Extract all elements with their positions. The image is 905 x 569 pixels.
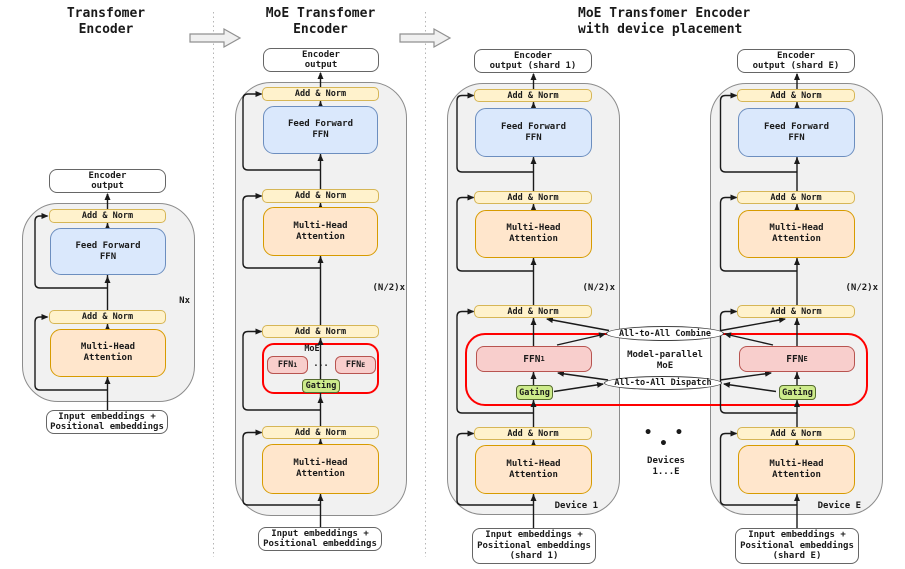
repeat-nx-label: Nx bbox=[179, 296, 190, 306]
multi-head-attention-box: Multi-Head Attention bbox=[475, 210, 592, 258]
ffn-label: FFN bbox=[786, 353, 804, 365]
gating-box: Gating bbox=[302, 379, 340, 393]
add-norm-box: Add & Norm bbox=[262, 325, 379, 338]
encoder-output-box: Encoder output bbox=[263, 48, 379, 72]
add-norm-box: Add & Norm bbox=[474, 89, 592, 102]
ffn-label: FFN bbox=[523, 353, 541, 365]
moe-label: MoE bbox=[304, 344, 320, 354]
feed-forward-ffn-box: Feed Forward FFN bbox=[50, 228, 166, 275]
encoder-output-shardE-box: Encoder output (shard E) bbox=[737, 49, 855, 73]
add-norm-box: Add & Norm bbox=[262, 189, 379, 203]
add-norm-box: Add & Norm bbox=[474, 305, 592, 318]
add-norm-box: Add & Norm bbox=[262, 87, 379, 101]
feed-forward-ffn-box: Feed Forward FFN bbox=[263, 106, 378, 154]
moe-transformer-encoder-title: MoE Transfomer Encoder bbox=[265, 6, 376, 37]
ffn-label: FFN bbox=[277, 360, 294, 370]
multi-head-attention-box: Multi-Head Attention bbox=[262, 444, 379, 494]
feed-forward-ffn-box: Feed Forward FFN bbox=[475, 108, 592, 157]
gating-box: Gating bbox=[779, 385, 816, 400]
device-placement-title: MoE Transfomer Encoder with device place… bbox=[578, 6, 751, 37]
input-embeddings-shard1-box: Input embeddings + Positional embeddings… bbox=[472, 528, 596, 564]
repeat-n2x-label: (N/2)x bbox=[582, 283, 615, 293]
devices-range-label: Devices 1...E bbox=[647, 456, 685, 477]
add-norm-box: Add & Norm bbox=[49, 209, 166, 223]
add-norm-box: Add & Norm bbox=[262, 426, 379, 439]
multi-head-attention-box: Multi-Head Attention bbox=[475, 445, 592, 494]
right-block-arrow-icon bbox=[399, 27, 452, 49]
repeat-n2x-label: (N/2)x bbox=[372, 283, 405, 293]
input-embeddings-box: Input embeddings + Positional embeddings bbox=[258, 527, 382, 551]
experts-ellipsis: ... bbox=[313, 359, 329, 369]
multi-head-attention-box: Multi-Head Attention bbox=[738, 210, 855, 258]
add-norm-box: Add & Norm bbox=[737, 427, 855, 440]
right-block-arrow-icon bbox=[189, 27, 242, 49]
add-norm-box: Add & Norm bbox=[474, 427, 592, 440]
input-embeddings-box: Input embeddings + Positional embeddings bbox=[46, 410, 168, 434]
multi-head-attention-box: Multi-Head Attention bbox=[263, 207, 378, 256]
add-norm-box: Add & Norm bbox=[737, 191, 855, 204]
encoder-output-shard1-box: Encoder output (shard 1) bbox=[474, 49, 592, 73]
transformer-encoder-title: Transfomer Encoder bbox=[66, 6, 146, 37]
input-embeddings-shardE-box: Input embeddings + Positional embeddings… bbox=[735, 528, 859, 564]
multi-head-attention-box: Multi-Head Attention bbox=[738, 445, 855, 494]
add-norm-box: Add & Norm bbox=[49, 310, 166, 324]
encoder-output-box: Encoder output bbox=[49, 169, 166, 193]
ffn-label: FFN bbox=[345, 360, 362, 370]
add-norm-box: Add & Norm bbox=[474, 191, 592, 204]
gating-box: Gating bbox=[516, 385, 553, 400]
device1-label: Device 1 bbox=[554, 501, 598, 511]
model-parallel-moe-label: Model-parallel MoE bbox=[627, 350, 703, 371]
repeat-n2x-label: (N/2)x bbox=[845, 283, 878, 293]
devices-ellipsis: • • • bbox=[643, 425, 691, 452]
add-norm-box: Add & Norm bbox=[737, 89, 855, 102]
deviceE-label: Device E bbox=[817, 501, 861, 511]
multi-head-attention-box: Multi-Head Attention bbox=[50, 329, 166, 377]
all-to-all-dispatch-ellipse: All-to-All Dispatch bbox=[604, 376, 722, 390]
add-norm-box: Add & Norm bbox=[737, 305, 855, 318]
all-to-all-combine-ellipse: All-to-All Combine bbox=[606, 326, 724, 341]
feed-forward-ffn-box: Feed Forward FFN bbox=[738, 108, 855, 157]
